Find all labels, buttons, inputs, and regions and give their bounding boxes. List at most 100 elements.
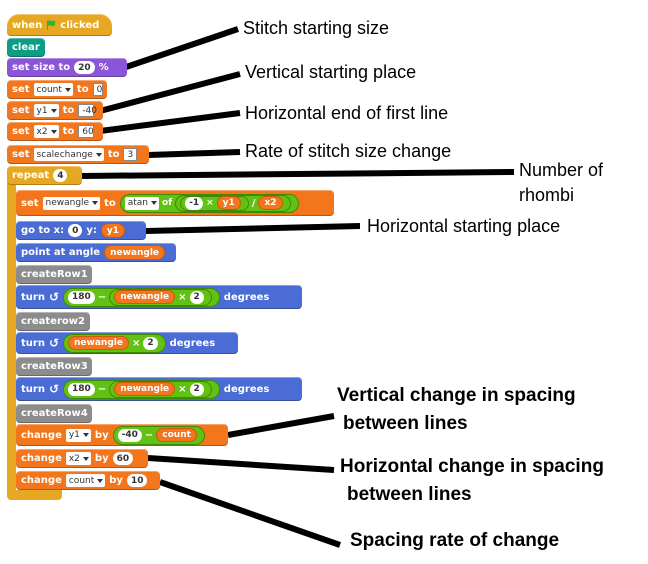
pointer-line-vertical-change — [227, 413, 335, 438]
times-symbol: × — [178, 291, 187, 303]
callout-vertical-change-1: Vertical change in spacing — [337, 385, 576, 406]
when-flag-clicked-block[interactable]: when clicked — [7, 14, 112, 36]
create-row4-block[interactable]: createRow4 — [16, 404, 92, 423]
minus-symbol: − — [97, 291, 107, 303]
x2-value-input[interactable]: 60 — [78, 125, 94, 138]
value-2-input[interactable]: 2 — [189, 290, 204, 304]
repeat-count-input[interactable]: 4 — [53, 169, 68, 182]
x2-var-dropdown[interactable]: x2 — [65, 452, 91, 465]
atan-reporter[interactable]: atan of -1 × y1 / x2 — [119, 193, 299, 213]
set-size-block[interactable]: set size to 20 % — [7, 58, 127, 77]
change-count-block[interactable]: change count by 10 — [16, 471, 160, 490]
turn-block-3[interactable]: turn ↺ 180 − newangle × 2 degrees — [16, 377, 302, 401]
x2-change-input[interactable]: 60 — [112, 452, 134, 465]
set-label: set — [12, 126, 30, 137]
pointer-line-repeat — [79, 169, 515, 179]
x2-var-dropdown[interactable]: x2 — [33, 125, 59, 138]
turn-block-1[interactable]: turn ↺ 180 − newangle × 2 degrees — [16, 285, 302, 309]
set-count-block[interactable]: set count to 0 — [7, 80, 107, 99]
count-reporter[interactable]: count — [156, 428, 197, 442]
point-at-angle-block[interactable]: point at angle newangle — [16, 243, 176, 262]
count-value-input[interactable]: 0 — [92, 83, 103, 96]
y1-var-dropdown[interactable]: y1 — [33, 104, 59, 117]
callout-vertical-change-2: between lines — [343, 413, 468, 434]
value-180-input[interactable]: 180 — [68, 382, 95, 396]
newangle-reporter[interactable]: newangle — [104, 245, 166, 260]
repeat-c-arm-bottom — [7, 490, 62, 500]
minus-symbol: − — [144, 429, 154, 441]
repeat-block[interactable]: repeat 4 — [7, 166, 82, 185]
y1-reporter[interactable]: y1 — [100, 223, 126, 238]
subtract-reporter[interactable]: 180 − newangle × 2 — [63, 379, 220, 399]
times-symbol: × — [131, 337, 141, 349]
newangle-reporter[interactable]: newangle — [68, 336, 129, 350]
y1-value-input[interactable]: -40 — [78, 104, 97, 117]
create-row1-label: createRow1 — [21, 269, 88, 280]
create-row1-block[interactable]: createRow1 — [16, 265, 92, 284]
size-value-input[interactable]: 20 — [74, 61, 95, 74]
callout-horizontal-change-1: Horizontal change in spacing — [340, 456, 604, 477]
create-row2-block[interactable]: createrow2 — [16, 312, 90, 331]
set-y1-block[interactable]: set y1 to -40 — [7, 101, 103, 120]
rotate-counterclockwise-icon: ↺ — [48, 336, 60, 350]
y-label: y: — [86, 225, 97, 236]
change-y1-block[interactable]: change y1 by -40 − count — [16, 424, 228, 446]
subtract-reporter[interactable]: 180 − newangle × 2 — [63, 287, 220, 307]
turn-label: turn — [21, 291, 45, 303]
rotate-counterclockwise-icon: ↺ — [48, 290, 60, 304]
set-x2-block[interactable]: set x2 to 60 — [7, 122, 103, 141]
divide-reporter[interactable]: -1 × y1 / x2 — [175, 194, 291, 212]
times-symbol: × — [178, 383, 187, 395]
point-at-angle-label: point at angle — [21, 247, 101, 258]
size-unit: % — [98, 62, 109, 73]
repeat-c-arm-left — [7, 183, 16, 493]
value-180-input[interactable]: 180 — [68, 290, 95, 304]
y1-var-dropdown[interactable]: y1 — [65, 428, 91, 442]
callout-rate-change: Rate of stitch size change — [245, 141, 452, 161]
create-row3-block[interactable]: createRow3 — [16, 357, 92, 376]
x2-reporter[interactable]: x2 — [258, 196, 283, 210]
go-to-xy-block[interactable]: go to x: 0 y: y1 — [16, 221, 146, 240]
x-value-input[interactable]: 0 — [68, 224, 83, 237]
minus-one-input[interactable]: -1 — [185, 196, 204, 210]
value-2-input[interactable]: 2 — [189, 382, 204, 396]
scalechange-var-dropdown[interactable]: scalechange — [33, 148, 104, 161]
count-var-dropdown[interactable]: count — [65, 474, 106, 487]
set-label: set — [12, 105, 30, 116]
value-2-input[interactable]: 2 — [143, 336, 158, 350]
create-row3-label: createRow3 — [21, 361, 88, 372]
turn-block-2[interactable]: turn ↺ newangle × 2 degrees — [16, 332, 238, 354]
multiply-reporter[interactable]: newangle × 2 — [109, 288, 212, 306]
subtract-reporter[interactable]: -40 − count — [112, 425, 205, 445]
multiply-reporter[interactable]: -1 × y1 — [180, 195, 249, 211]
set-label: set — [21, 197, 39, 209]
set-newangle-block[interactable]: set newangle to atan of -1 × y1 / x2 — [16, 190, 334, 216]
to-label: to — [76, 84, 89, 95]
count-change-input[interactable]: 10 — [126, 474, 148, 487]
turn-label: turn — [21, 337, 45, 349]
count-var-dropdown[interactable]: count — [33, 83, 73, 96]
by-label: by — [109, 475, 123, 486]
to-label: to — [62, 126, 75, 137]
change-label: change — [21, 475, 62, 486]
multiply-reporter[interactable]: newangle × 2 — [63, 333, 166, 353]
atan-function-dropdown[interactable]: atan — [124, 196, 160, 210]
pointer-line-horizontal-start — [145, 223, 361, 234]
newangle-reporter[interactable]: newangle — [114, 290, 176, 304]
callout-horizontal-end: Horizontal end of first line — [245, 103, 449, 123]
newangle-var-dropdown[interactable]: newangle — [42, 196, 101, 210]
pointer-line-horizontal-change — [147, 455, 335, 473]
value-minus-40-input[interactable]: -40 — [117, 428, 142, 442]
y1-reporter[interactable]: y1 — [216, 196, 241, 210]
scalechange-value-input[interactable]: 3 — [123, 148, 138, 161]
callout-horizontal-start: Horizontal starting place — [367, 216, 561, 236]
newangle-reporter[interactable]: newangle — [114, 382, 176, 396]
multiply-reporter[interactable]: newangle × 2 — [109, 380, 212, 398]
degrees-label: degrees — [169, 337, 216, 349]
change-x2-block[interactable]: change x2 by 60 — [16, 449, 148, 468]
callout-rhombi: rhombi — [519, 185, 575, 205]
set-scalechange-block[interactable]: set scalechange to 3 — [7, 145, 149, 164]
clear-block[interactable]: clear — [7, 38, 45, 57]
callout-horizontal-change-2: between lines — [347, 484, 472, 505]
